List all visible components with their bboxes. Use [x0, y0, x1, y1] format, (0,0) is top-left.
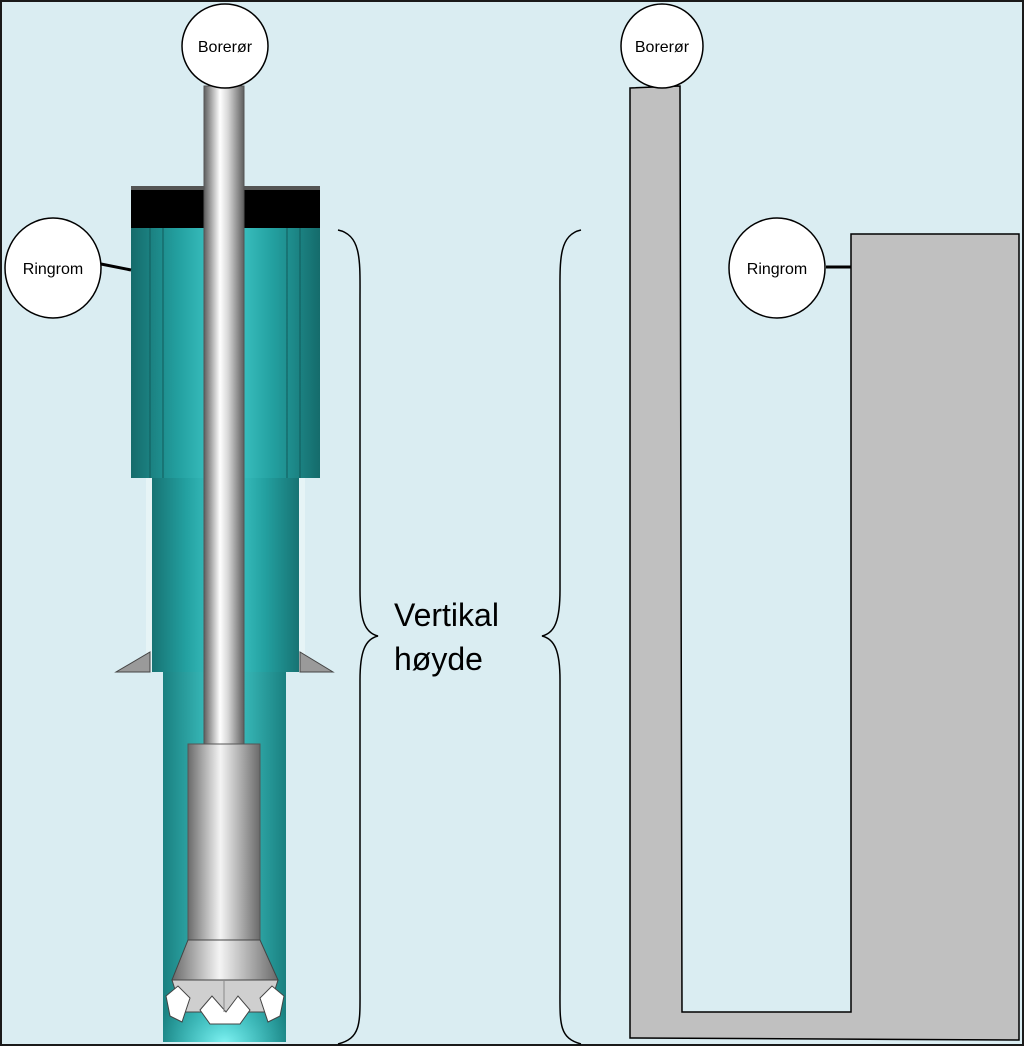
vertical-height-label-line2: høyde [394, 641, 483, 677]
drill-bit [165, 939, 285, 1025]
annulus-leader-left [100, 262, 132, 272]
drill-collar [187, 743, 261, 943]
svg-text:Borerør: Borerør [198, 39, 253, 56]
u-tube [629, 85, 1020, 1041]
drill-pipe-label-right: Borerør [620, 3, 704, 89]
svg-text:Ringrom: Ringrom [747, 261, 807, 278]
casing-shoe-right [299, 651, 335, 673]
height-brace-left [337, 229, 379, 1045]
annulus-label-left: Ringrom [4, 217, 102, 319]
drill-pipe [203, 85, 245, 747]
height-brace-right [541, 229, 582, 1045]
casing-shoe-left [114, 651, 151, 673]
vertical-height-label: Vertikal [394, 597, 499, 633]
svg-text:Borerør: Borerør [635, 39, 690, 56]
drill-pipe-label-left: Borerør [181, 3, 269, 89]
well-illustration [100, 85, 335, 1042]
annulus-label-right: Ringrom [728, 217, 826, 319]
svg-text:Ringrom: Ringrom [23, 261, 83, 278]
